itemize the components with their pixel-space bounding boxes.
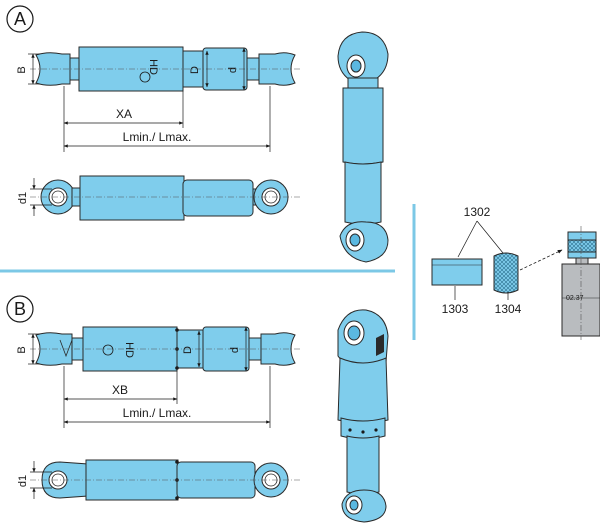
section-b: B HD B D d XB	[6, 295, 389, 523]
marking-a: HD	[147, 59, 159, 75]
badge-a-circle	[6, 5, 34, 33]
dim-b-x: XB	[112, 383, 128, 397]
badge-b-label: B	[14, 299, 26, 319]
dim-a-x: XA	[116, 107, 132, 121]
hd-logo-b	[102, 344, 114, 356]
shock-stem-detail: 02.37	[561, 226, 600, 340]
callout-left: 1303	[442, 302, 469, 316]
shock-b-top-view: HD	[30, 326, 300, 372]
dim-b-d: d	[229, 347, 241, 353]
shock-a-3d-view	[337, 31, 389, 263]
hd-logo-a	[139, 71, 151, 83]
dim-b-len: Lmin./ Lmax.	[123, 406, 192, 420]
bushing-1303	[431, 258, 483, 286]
dim-a-d1: d1	[17, 192, 29, 204]
dim-b-d1: d1	[17, 475, 29, 487]
badge-b-circle	[6, 295, 34, 323]
dim-a-b: B	[16, 66, 28, 73]
dim-a-D: D	[189, 66, 201, 74]
bushing-1304	[493, 252, 519, 294]
shock-b-3d-view	[337, 309, 389, 523]
callout-top: 1302	[464, 205, 491, 219]
dim-a-d: d	[227, 67, 239, 73]
stamp-label: 02.37	[566, 295, 584, 302]
dim-b-b: B	[16, 346, 28, 353]
shock-b-side-view	[30, 459, 300, 501]
callout-right: 1304	[495, 302, 522, 316]
shock-a-side-view	[30, 175, 300, 221]
section-a: A HD B D d XA Lmin./ Lmax.	[6, 5, 389, 263]
bushing-detail: 1302 1303 1304 02.37	[431, 205, 600, 340]
shock-a-top-view: HD	[30, 46, 300, 92]
dim-b-D: D	[182, 346, 194, 354]
marking-b: HD	[123, 342, 135, 358]
badge-a-label: A	[14, 9, 26, 29]
dim-a-len: Lmin./ Lmax.	[123, 130, 192, 144]
